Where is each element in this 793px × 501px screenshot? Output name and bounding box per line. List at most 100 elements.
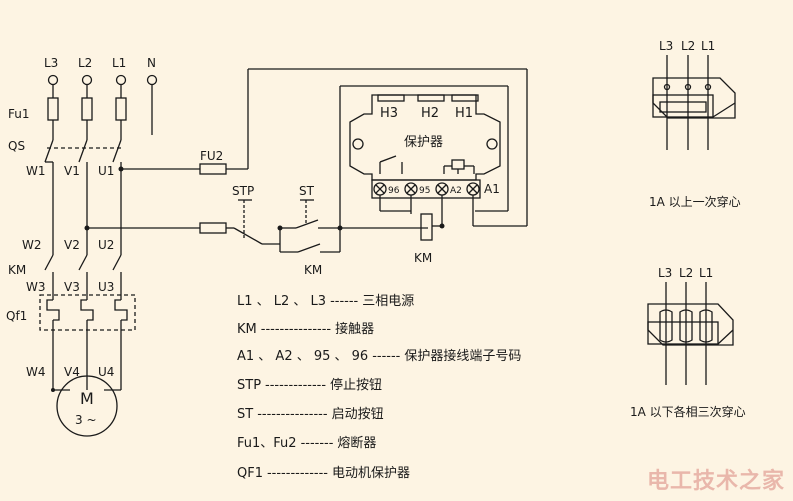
legend-value: 接触器 [335, 322, 375, 337]
terminal-l1 [115, 74, 127, 86]
label-st: ST [299, 184, 315, 198]
legend-key: A1 、 A2 、 95 、 96 [237, 349, 369, 364]
terminal-96 [373, 182, 387, 196]
legend-key: QF1 [237, 466, 263, 481]
inset-bottom-l1: L1 [699, 266, 713, 280]
h1-slot [451, 94, 479, 102]
qs-blade-u [112, 139, 122, 163]
label-h2: H2 [421, 106, 439, 121]
inset-bottom-l2: L2 [679, 266, 693, 280]
legend-row: KM---------------接触器 [237, 318, 374, 338]
legend-value: 三相电源 [362, 294, 415, 309]
legend-dashes: ------------- [266, 466, 328, 481]
label-ta1: A1 [484, 182, 500, 196]
h2-slot [417, 94, 445, 102]
legend-dashes: --------------- [257, 407, 328, 422]
stp-contact [233, 227, 263, 245]
label-km-left: KM [8, 263, 26, 277]
label-v1: V1 [64, 164, 80, 178]
label-qs: QS [8, 139, 25, 153]
label-l1: L1 [112, 56, 126, 70]
legend-dashes: ------ [372, 349, 401, 364]
label-w2: W2 [22, 238, 42, 252]
label-v2: V2 [64, 238, 80, 252]
inset-top-l3: L3 [659, 39, 673, 53]
legend-row: Fu1、Fu2 -------熔断器 [237, 432, 376, 452]
legend-row: QF1-------------电动机保护器 [237, 462, 410, 482]
legend-value: 启动按钮 [331, 407, 384, 422]
label-l3: L3 [44, 56, 58, 70]
terminal-a1 [466, 182, 480, 196]
label-w3: W3 [26, 280, 46, 294]
terminal-a2 [435, 182, 449, 196]
inset-top-caption: 1A 以上一次穿心 [649, 194, 741, 209]
legend-dashes: ------ [330, 294, 359, 309]
protector-mount-right [486, 138, 498, 150]
label-ta2: A2 [450, 186, 462, 196]
label-fu2: FU2 [200, 149, 223, 163]
km-coil [420, 213, 433, 241]
label-u4: U4 [98, 365, 114, 379]
legend-row: STP-------------停止按钮 [237, 374, 382, 394]
terminal-l2 [81, 74, 93, 86]
qf1-element-v [80, 299, 94, 321]
fuse-fu1-l1 [115, 97, 127, 121]
label-t96: 96 [388, 186, 400, 196]
terminal-l3 [47, 74, 59, 86]
legend-key: L1 、 L2 、 L3 [237, 294, 327, 309]
legend-row: A1 、 A2 、 95 、 96------保护器接线端子号码 [237, 345, 521, 365]
label-motor-phase: 3 ~ [75, 413, 97, 427]
fuse-fu2 [199, 163, 227, 175]
label-t95: 95 [419, 186, 430, 196]
terminal-n [146, 74, 158, 86]
label-w4: W4 [26, 365, 46, 379]
terminal-strip [371, 179, 481, 199]
motor [56, 375, 118, 437]
fuse-fu1-l3 [47, 97, 59, 121]
qf1-element-w [46, 299, 60, 321]
label-km-coil: KM [414, 251, 432, 265]
qs-blade-v [78, 139, 88, 163]
label-l2: L2 [78, 56, 92, 70]
protector-mount-left [352, 138, 364, 150]
inset-top-l2: L2 [681, 39, 695, 53]
inset-bottom-l3: L3 [658, 266, 672, 280]
label-u2: U2 [98, 238, 114, 252]
label-v4: V4 [64, 365, 80, 379]
label-motor-m: M [80, 389, 94, 408]
qf1-element-u [114, 299, 128, 321]
legend-dashes: ------------- [265, 378, 327, 393]
watermark: 电工技术之家 [646, 469, 785, 494]
fuse-second [199, 222, 227, 234]
junction-dots [51, 166, 445, 392]
label-h1: H1 [455, 106, 473, 121]
legend-key: STP [237, 378, 262, 393]
label-stp: STP [232, 184, 254, 198]
label-v3: V3 [64, 280, 80, 294]
st-contact [295, 219, 319, 229]
label-w1: W1 [26, 164, 46, 178]
label-h3: H3 [380, 106, 398, 121]
label-fu1: Fu1 [8, 107, 30, 121]
inset-bottom-caption: 1A 以下各相三次穿心 [630, 404, 746, 419]
legend-dashes: --------------- [260, 322, 332, 337]
legend-value: 熔断器 [337, 436, 377, 451]
inset-top-l1: L1 [701, 39, 715, 53]
ct-inset-top [652, 55, 736, 150]
legend-row: L1 、 L2 、 L3------三相电源 [237, 290, 414, 310]
label-km-contact: KM [304, 263, 322, 277]
km-hold-contact [297, 243, 321, 253]
h3-slot [377, 94, 405, 102]
legend-value: 电动机保护器 [331, 466, 410, 481]
legend-key: ST [237, 407, 254, 422]
label-qf1: Qf1 [6, 309, 27, 323]
legend-key: Fu1、Fu2 [237, 436, 297, 451]
label-u1: U1 [98, 164, 114, 178]
protector-title: 保护器 [404, 135, 443, 150]
fuse-fu1-l2 [81, 97, 93, 121]
legend-key: KM [237, 322, 257, 337]
label-n: N [147, 56, 156, 70]
terminal-95 [404, 182, 418, 196]
